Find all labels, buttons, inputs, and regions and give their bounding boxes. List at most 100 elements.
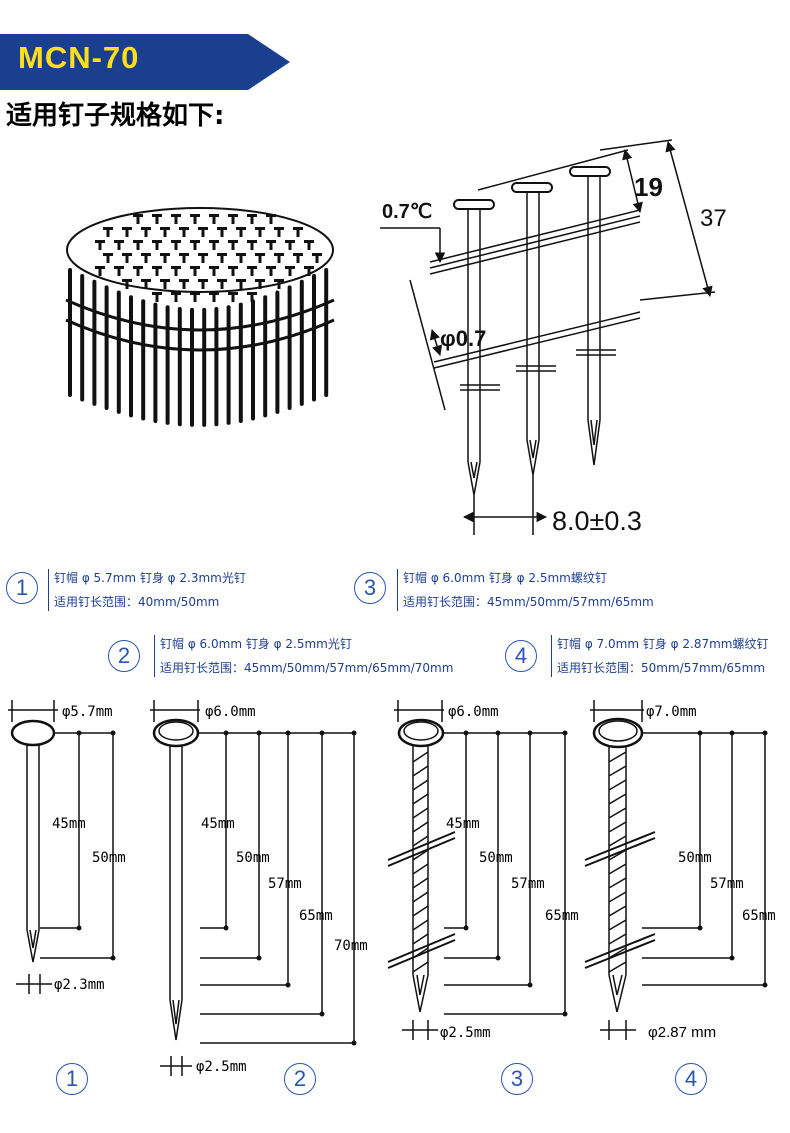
coil-nail-head [155, 295, 159, 302]
nail-2-shank-label: φ2.5mm [196, 1059, 247, 1075]
dimension-dot [76, 925, 82, 931]
coil-nail-head [209, 214, 219, 217]
spec-3-line-1: 钉帽 φ 6.0mm 钉身 φ 2.5mm螺纹钉 [403, 571, 607, 585]
coil-nail-head [201, 282, 205, 289]
coil-nail-head [228, 292, 238, 295]
coil-nail-head [106, 230, 110, 237]
coil-nail-head [247, 214, 257, 217]
coil-nail-head [220, 230, 224, 237]
coil-nail-head [141, 227, 151, 230]
coil-nail-head [174, 217, 178, 224]
coil-nail-head [136, 217, 140, 224]
coil-nail-head [171, 292, 181, 295]
coil-nail-head [125, 282, 129, 289]
coil-nail-head [198, 279, 208, 282]
coil-nail-head [171, 240, 181, 243]
spec-1-number: 1 [6, 572, 38, 604]
coil-nail-head [304, 266, 314, 269]
nail-3-length-4: 65mm [545, 908, 579, 924]
dimension-dot [319, 1011, 325, 1017]
coil-nail-head [296, 256, 300, 263]
nail-1-length-2: 50mm [92, 850, 126, 866]
coil-nail-head [117, 243, 121, 250]
nail-3-length-1: 45mm [446, 816, 480, 832]
coil-nail-head [239, 282, 243, 289]
dimension-dot [351, 730, 357, 736]
coil-nail-head [155, 243, 159, 250]
nail-drawing-1 [8, 700, 114, 994]
spec-2-line-2: 适用钉长范围：45mm/50mm/57mm/65mm/70mm [160, 661, 454, 675]
coil-nail-head [231, 217, 235, 224]
thread-line [608, 779, 627, 791]
dimension-dot [223, 730, 229, 736]
coil-nail-head [285, 240, 295, 243]
thread-line [412, 793, 429, 805]
coil-nail-head [212, 243, 216, 250]
nail-3-shank-label: φ2.5mm [440, 1025, 491, 1041]
nail-4-head-label: φ7.0mm [646, 704, 697, 720]
coil-nail-head [174, 243, 178, 250]
coil-nail-head [193, 269, 197, 276]
coil-nail-head [141, 279, 151, 282]
thread-line [412, 891, 429, 903]
nail-1-head-label: φ5.7mm [62, 704, 113, 720]
dimension-dot [762, 982, 768, 988]
dimension-dot [256, 955, 262, 961]
nail-1-length-1: 45mm [52, 816, 86, 832]
dimension-dot [527, 730, 533, 736]
spec-1: 钉帽 φ 5.7mm 钉身 φ 2.3mm光钉 适用钉长范围：40mm/50mm [48, 566, 246, 614]
height-label: 37 [700, 205, 727, 232]
nail-2-number: 2 [284, 1063, 316, 1095]
thread-line [608, 863, 627, 875]
coil-nail-head [174, 295, 178, 302]
coil-nail-head [182, 282, 186, 289]
coil-nail-head [269, 243, 273, 250]
coil-nail-head [174, 269, 178, 276]
coil-nail-head [106, 256, 110, 263]
coil-nail-head [307, 269, 311, 276]
spec-3-line-2: 适用钉长范围：45mm/50mm/57mm/65mm [403, 595, 654, 609]
spec-3: 钉帽 φ 6.0mm 钉身 φ 2.5mm螺纹钉 适用钉长范围：45mm/50m… [397, 566, 654, 614]
coil-nail-head [288, 243, 292, 250]
nail-3-number: 3 [501, 1063, 533, 1095]
nail-drawing-2 [150, 700, 355, 1076]
coil-nail-head [114, 266, 124, 269]
coil-nail-head [133, 214, 143, 217]
dimension-dot [495, 730, 501, 736]
coil-nail-head [250, 217, 254, 224]
nail-coil-illustration [65, 207, 335, 427]
coil-nail-head [193, 217, 197, 224]
thread-line [412, 933, 429, 945]
coil-nail-head [155, 269, 159, 276]
coil-nail-head [236, 279, 246, 282]
thread-line [412, 751, 429, 763]
coil-nail-head [182, 230, 186, 237]
coil-nail-head [125, 230, 129, 237]
pitch-label: 8.0±0.3 [552, 506, 642, 536]
nail-2-length-3: 57mm [268, 876, 302, 892]
coil-nail-head [231, 243, 235, 250]
coil-nail-head [307, 243, 311, 250]
coil-nail-head [250, 295, 254, 302]
thread-line [608, 765, 627, 777]
spec-2: 钉帽 φ 6.0mm 钉身 φ 2.5mm光钉 适用钉长范围：45mm/50mm… [154, 632, 454, 680]
coil-nail-head [160, 227, 170, 230]
coil-nail-head [288, 269, 292, 276]
spec-2-line-1: 钉帽 φ 6.0mm 钉身 φ 2.5mm光钉 [160, 637, 352, 651]
coil-nail-head [190, 292, 200, 295]
nail-2-length-5: 70mm [334, 938, 368, 954]
coil-nail-head [122, 253, 132, 256]
coil-nail-head [190, 240, 200, 243]
coil-nail-head [152, 266, 162, 269]
coil-nail-head [266, 240, 276, 243]
coil-nail-head [193, 243, 197, 250]
collation-diagram [380, 139, 716, 535]
thread-line [608, 905, 627, 917]
nail-drawing-3 [387, 700, 566, 1040]
dimension-dot [562, 730, 568, 736]
thread-line [412, 905, 429, 917]
spec-2-number: 2 [108, 640, 140, 672]
coil-nail-head [266, 266, 276, 269]
coil-nail-head [277, 282, 281, 289]
